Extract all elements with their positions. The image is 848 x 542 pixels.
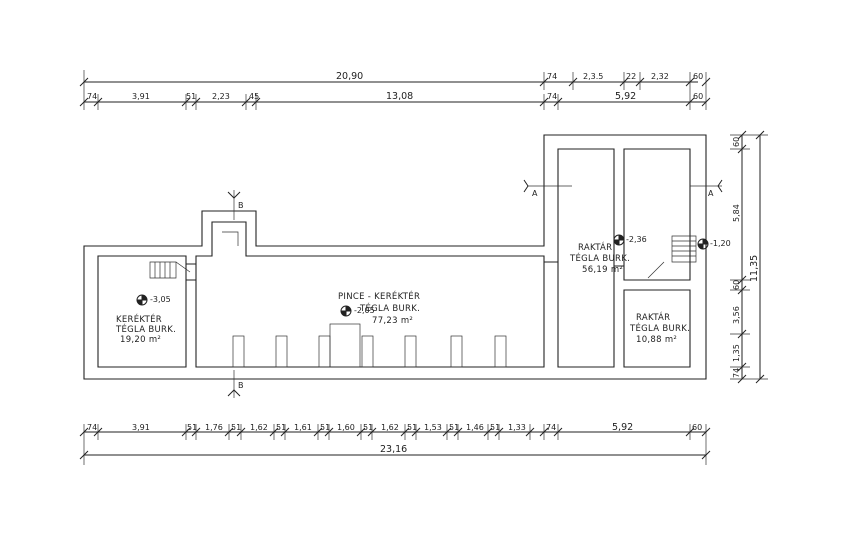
- dim-top-detail-6: 74: [547, 92, 557, 101]
- room-pince-area: 77,23 m²: [372, 316, 413, 326]
- room-raktar1-level: -2,36: [626, 235, 647, 244]
- dim-right-inner-2: 60: [732, 280, 741, 290]
- section-a-right: A: [708, 189, 714, 198]
- dim-top-detail-4: 45: [249, 92, 259, 101]
- dim-right-inner-5: 74: [732, 368, 741, 378]
- room-pince-floor: TÉGLA BURK.: [359, 302, 420, 314]
- section-a-left: A: [532, 189, 538, 198]
- level-marker-stair: [697, 238, 709, 250]
- section-b-bottom: B: [238, 381, 244, 390]
- dim-right-outer: 11,35: [749, 255, 760, 282]
- dim-bottom-detail-0: 74: [87, 423, 97, 432]
- room-kerekter-area: 19,20 m²: [120, 335, 161, 345]
- dim-top-detail-3: 2,23: [212, 92, 230, 101]
- top-dimension-lines: [79, 70, 711, 110]
- dim-top-overall: 20,90: [336, 71, 363, 82]
- dim-top-right-3: 2,32: [651, 72, 669, 81]
- room-pince-level: -2,05: [354, 306, 375, 315]
- dim-top-right-1: 2,3.5: [583, 72, 603, 81]
- dim-right-inner-3: 3,56: [732, 306, 741, 324]
- section-markers: [227, 179, 723, 398]
- dim-right-inner-1: 5,84: [732, 204, 741, 222]
- dim-bottom-detail-8: 51: [320, 423, 330, 432]
- dim-bottom-detail-13: 1,53: [424, 423, 442, 432]
- dim-right-inner-4: 1,35: [732, 344, 741, 362]
- dim-top-right-2: 22: [626, 72, 636, 81]
- room-kerekter-name: KERÉKTÉR: [116, 313, 162, 325]
- dim-top-right-0: 74: [547, 72, 557, 81]
- stairs-right: [647, 235, 697, 279]
- dim-bottom-detail-1: 3,91: [132, 423, 150, 432]
- room-kerekter-level: -3,05: [150, 295, 171, 304]
- dim-bottom-detail-19: 5,92: [612, 422, 633, 433]
- room-raktar2-floor: TÉGLA BURK.: [629, 322, 690, 334]
- level-marker-kerekter: [136, 294, 148, 306]
- dim-top-detail-0: 74: [87, 92, 97, 101]
- room-raktar2-area: 10,88 m²: [636, 335, 677, 345]
- room-raktar1-name: RAKTÁR: [578, 241, 612, 253]
- dim-bottom-detail-17: 1,33: [508, 423, 526, 432]
- dim-bottom-detail-16: 51: [490, 423, 500, 432]
- dim-bottom-detail-5: 1,62: [250, 423, 268, 432]
- dim-top-detail-7: 5,92: [615, 91, 636, 102]
- level-marker-pince: [340, 305, 352, 317]
- dim-right-inner-0: 60: [732, 137, 741, 147]
- dim-bottom-detail-9: 1,60: [337, 423, 355, 432]
- pillars: [232, 323, 507, 368]
- dim-bottom-overall: 23,16: [380, 444, 407, 455]
- dim-bottom-detail-14: 51: [449, 423, 459, 432]
- dim-bottom-detail-11: 1,62: [381, 423, 399, 432]
- bottom-dimension-lines: [79, 424, 711, 465]
- building-walls: [83, 134, 707, 380]
- dim-top-detail-2: 51: [186, 92, 196, 101]
- dim-bottom-detail-20: 60: [692, 423, 702, 432]
- level-marker-raktar: [613, 234, 625, 246]
- dim-bottom-detail-2: 51: [187, 423, 197, 432]
- dim-top-detail-5: 13,08: [386, 91, 413, 102]
- dim-bottom-detail-4: 51: [231, 423, 241, 432]
- dim-top-detail-1: 3,91: [132, 92, 150, 101]
- room-pince-name: PINCE - KERÉKTÉR: [338, 290, 420, 302]
- room-raktar1-floor: TÉGLA BURK.: [569, 252, 630, 264]
- dim-bottom-detail-18: 74: [546, 423, 556, 432]
- section-b-top: B: [238, 201, 244, 210]
- dim-bottom-detail-6: 51: [276, 423, 286, 432]
- dim-bottom-detail-3: 1,76: [205, 423, 223, 432]
- room-raktar2-name: RAKTÁR: [636, 311, 670, 323]
- room-raktar1-area: 56,19 m²: [582, 265, 623, 275]
- dim-bottom-detail-12: 51: [407, 423, 417, 432]
- dim-bottom-detail-10: 51: [363, 423, 373, 432]
- room-kerekter-floor: TÉGLA BURK.: [115, 323, 176, 335]
- dim-bottom-detail-15: 1,46: [466, 423, 484, 432]
- dim-top-right-4: 60: [693, 72, 703, 81]
- right-dimension-lines: [730, 130, 768, 384]
- level-stair-right: -1,20: [710, 239, 731, 248]
- dim-bottom-detail-7: 1,61: [294, 423, 312, 432]
- dim-top-detail-8: 60: [693, 92, 703, 101]
- stairs-left: [149, 261, 191, 279]
